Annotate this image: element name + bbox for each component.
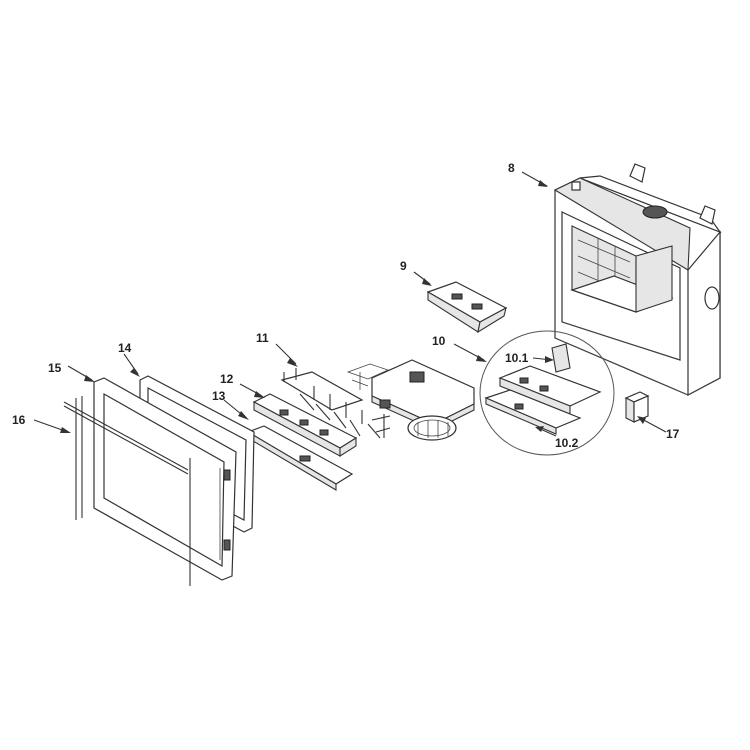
label-17: 17	[666, 427, 680, 441]
part-10-burner-assembly	[346, 359, 475, 441]
label-9: 9	[400, 259, 407, 273]
callout-labels: 8 9 10 10.1 10.2 11 12 13 14 15 16 17	[12, 161, 680, 450]
label-10-2: 10.2	[555, 436, 579, 450]
label-15: 15	[48, 361, 62, 375]
label-10: 10	[432, 334, 446, 348]
part-8-firebox	[553, 163, 722, 396]
part-15-front-frame	[93, 377, 237, 586]
part-17-block	[624, 391, 650, 423]
leader-lines	[33, 171, 667, 437]
part-10-detail-circle	[479, 330, 615, 456]
label-10-1: 10.1	[505, 351, 529, 365]
label-11: 11	[256, 331, 269, 345]
part-11-log-grate	[280, 368, 391, 439]
part-12-log-panel	[252, 393, 358, 457]
label-12: 12	[220, 372, 234, 386]
part-16-side-rails	[63, 396, 189, 520]
label-14: 14	[118, 341, 132, 355]
part-9-tray	[426, 281, 508, 334]
label-13: 13	[212, 389, 226, 403]
label-8: 8	[508, 161, 515, 175]
label-16: 16	[12, 413, 26, 427]
